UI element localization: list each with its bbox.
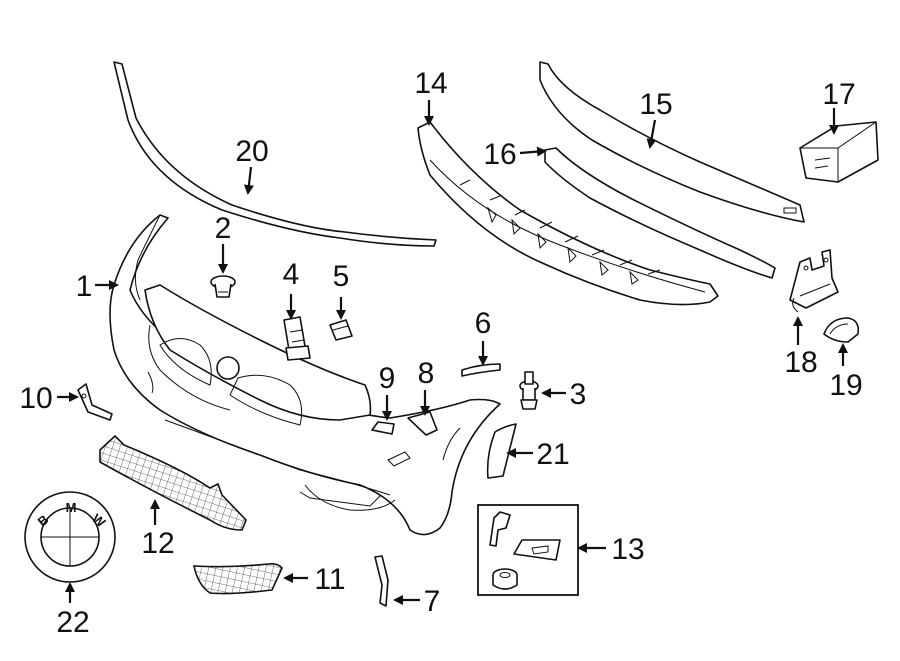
callout-12: 12 xyxy=(141,527,174,560)
callout-14: 14 xyxy=(414,67,447,100)
part-21-trim-strip[interactable] xyxy=(486,423,517,479)
callout-17: 17 xyxy=(822,78,855,111)
part-22-bmw-emblem[interactable]: B M W xyxy=(24,491,116,583)
part-2-clip[interactable] xyxy=(210,275,236,298)
part-7-small-bracket[interactable] xyxy=(374,555,389,607)
callout-16: 16 xyxy=(483,138,516,171)
callout-labels: 1 2 3 4 5 6 7 8 9 10 11 12 13 14 15 16 1… xyxy=(19,67,862,639)
callout-8: 8 xyxy=(418,357,435,390)
part-4-bracket[interactable] xyxy=(283,316,311,361)
callout-18: 18 xyxy=(784,346,817,379)
callout-19: 19 xyxy=(829,369,862,402)
callout-5: 5 xyxy=(333,260,350,293)
part-6-trim-piece[interactable] xyxy=(461,363,501,377)
part-1-bumper-cover[interactable] xyxy=(109,214,501,536)
callout-4: 4 xyxy=(283,258,300,291)
part-5-bracket[interactable] xyxy=(329,319,353,341)
callout-6: 6 xyxy=(475,307,492,340)
part-18-bracket[interactable] xyxy=(789,249,839,313)
callout-3: 3 xyxy=(570,378,587,411)
part-15-reinforcement[interactable] xyxy=(539,61,805,223)
callout-13: 13 xyxy=(611,533,644,566)
callout-9: 9 xyxy=(379,362,396,395)
leader-arrows xyxy=(57,100,848,605)
part-9-trim[interactable] xyxy=(371,421,395,435)
callout-1: 1 xyxy=(76,270,93,303)
part-19-tow-hook-cover[interactable] xyxy=(823,317,860,343)
part-11-side-grille[interactable] xyxy=(193,563,283,595)
part-16-support-strip[interactable] xyxy=(544,147,776,279)
emblem-letter-m: M xyxy=(66,500,77,515)
callout-2: 2 xyxy=(215,212,232,245)
part-20-upper-trim-strip[interactable] xyxy=(113,61,437,247)
part-13-kit-box[interactable] xyxy=(477,504,579,596)
part-3-push-rivet[interactable] xyxy=(519,371,539,410)
callout-10: 10 xyxy=(19,382,52,415)
part-10-bracket[interactable] xyxy=(77,383,113,421)
callout-21: 21 xyxy=(536,438,569,471)
part-12-lower-grille[interactable] xyxy=(99,434,247,531)
callout-11: 11 xyxy=(314,563,345,596)
callout-7: 7 xyxy=(424,585,441,618)
part-14-energy-absorber[interactable] xyxy=(417,121,719,306)
callout-20: 20 xyxy=(235,135,268,168)
part-17-bracket[interactable] xyxy=(799,121,879,183)
callout-15: 15 xyxy=(639,88,672,121)
callout-22: 22 xyxy=(56,606,89,639)
